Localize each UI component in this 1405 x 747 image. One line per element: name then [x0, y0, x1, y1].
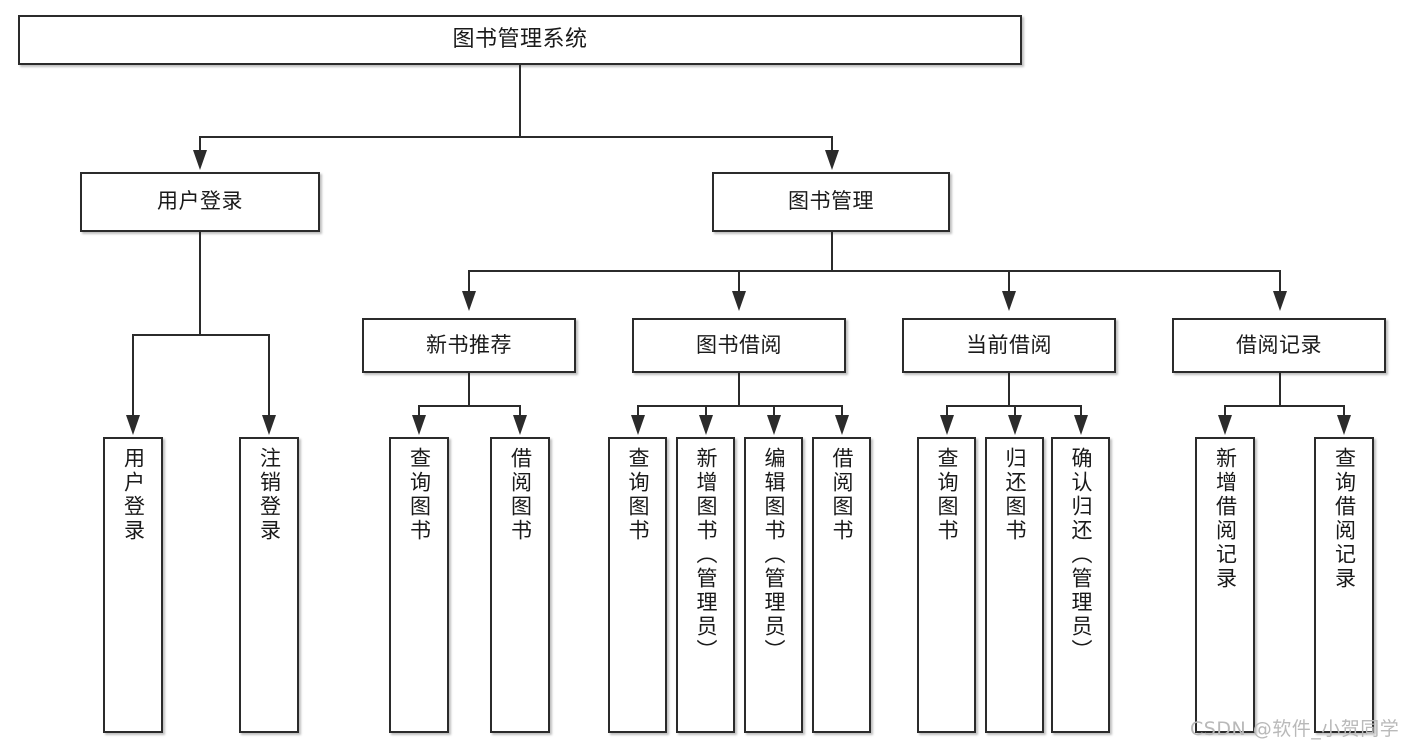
node-borrow-record[interactable]: 借阅记录: [1172, 318, 1386, 373]
connector-current-branch-3: [1080, 405, 1082, 417]
node-label: 图书管理系统: [452, 26, 588, 52]
node-label: 查询图书: [407, 447, 432, 543]
connector-bookmgmt-stem: [831, 232, 833, 271]
node-label: 当前借阅: [966, 332, 1052, 357]
connector-bookmgmt-branch-3: [1008, 270, 1010, 292]
leaf-new-book-borrow[interactable]: 借阅图书: [490, 437, 550, 733]
connector-record-bus: [1224, 405, 1344, 407]
connector-borrow-stem: [738, 373, 740, 406]
node-label: 图书借阅: [696, 332, 782, 357]
csdn-watermark: CSDN @软件_小贺同学: [1190, 718, 1400, 740]
connector-current-branch-1: [946, 405, 948, 417]
connector-borrow-branch-1: [637, 405, 639, 417]
arrowhead-current-leaf-1: [940, 415, 954, 435]
connector-userlogin-bus: [132, 334, 268, 336]
arrowhead-newbook-leaf-2: [513, 415, 527, 435]
connector-borrow-bus: [637, 405, 842, 407]
connector-root-to-userlogin: [199, 136, 201, 152]
node-label: 归还图书: [1003, 447, 1027, 543]
arrowhead-bookmgmt-to-current: [1002, 291, 1016, 311]
node-label: 查询图书: [626, 447, 650, 543]
connector-record-stem: [1279, 373, 1281, 406]
connector-bookmgmt-bus: [468, 270, 1280, 272]
leaf-borrow-edit-book-admin[interactable]: 编辑图书（管理员）: [744, 437, 803, 733]
node-label: 借阅记录: [1236, 332, 1322, 357]
connector-userlogin-branch-2: [268, 334, 270, 417]
leaf-current-return-book[interactable]: 归还图书: [985, 437, 1044, 733]
arrowhead-current-leaf-2: [1008, 415, 1022, 435]
arrowhead-borrow-leaf-2: [699, 415, 713, 435]
connector-current-bus: [946, 405, 1080, 407]
connector-record-branch-2: [1343, 405, 1345, 417]
arrowhead-userlogin-leaf-1: [126, 415, 140, 435]
arrowhead-record-leaf-2: [1337, 415, 1351, 435]
node-label: 查询图书: [935, 447, 959, 543]
arrowhead-borrow-leaf-3: [767, 415, 781, 435]
node-label: 注销登录: [257, 447, 282, 543]
node-user-login[interactable]: 用户登录: [80, 172, 320, 232]
connector-userlogin-branch-1: [132, 334, 134, 417]
arrowhead-borrow-leaf-1: [631, 415, 645, 435]
connector-borrow-branch-4: [841, 405, 843, 417]
connector-bookmgmt-branch-4: [1279, 270, 1281, 292]
connector-current-stem: [1008, 373, 1010, 406]
node-book-management[interactable]: 图书管理: [712, 172, 950, 232]
arrowhead-bookmgmt-to-newbook: [462, 291, 476, 311]
arrowhead-root-to-userlogin: [193, 150, 207, 170]
leaf-record-add-record[interactable]: 新增借阅记录: [1195, 437, 1255, 733]
node-label: 新增借阅记录: [1213, 447, 1238, 591]
connector-newbook-stem: [468, 373, 470, 406]
node-label: 查询借阅记录: [1332, 447, 1357, 591]
connector-newbook-bus: [418, 405, 519, 407]
leaf-borrow-add-book-admin[interactable]: 新增图书（管理员）: [676, 437, 735, 733]
leaf-current-confirm-return-admin[interactable]: 确认归还（管理员）: [1051, 437, 1110, 733]
leaf-borrow-query-book[interactable]: 查询图书: [608, 437, 667, 733]
connector-userlogin-stem: [199, 232, 201, 335]
leaf-user-login-login[interactable]: 用户登录: [103, 437, 163, 733]
node-current-borrow[interactable]: 当前借阅: [902, 318, 1116, 373]
leaf-user-login-logout[interactable]: 注销登录: [239, 437, 299, 733]
node-label: 借阅图书: [508, 447, 533, 543]
leaf-new-book-query[interactable]: 查询图书: [389, 437, 449, 733]
arrowhead-bookmgmt-to-record: [1273, 291, 1287, 311]
connector-record-branch-1: [1224, 405, 1226, 417]
node-label: 新书推荐: [426, 332, 512, 357]
arrowhead-userlogin-leaf-2: [262, 415, 276, 435]
arrowhead-record-leaf-1: [1218, 415, 1232, 435]
connector-newbook-branch-1: [418, 405, 420, 417]
connector-root-to-bookmgmt: [831, 136, 833, 152]
connector-newbook-branch-2: [519, 405, 521, 417]
leaf-current-query-book[interactable]: 查询图书: [917, 437, 976, 733]
arrowhead-borrow-leaf-4: [835, 415, 849, 435]
connector-root-stem: [519, 65, 521, 137]
node-new-book-recommend[interactable]: 新书推荐: [362, 318, 576, 373]
node-label: 确认归还（管理员）: [1069, 447, 1093, 663]
arrowhead-current-leaf-3: [1074, 415, 1088, 435]
connector-current-branch-2: [1014, 405, 1016, 417]
connector-borrow-branch-2: [705, 405, 707, 417]
arrowhead-bookmgmt-to-borrow: [732, 291, 746, 311]
node-label: 图书管理: [788, 189, 874, 214]
connector-root-bus: [199, 136, 832, 138]
leaf-record-query-record[interactable]: 查询借阅记录: [1314, 437, 1374, 733]
node-label: 用户登录: [157, 189, 243, 214]
arrowhead-newbook-leaf-1: [412, 415, 426, 435]
leaf-borrow-borrow-book[interactable]: 借阅图书: [812, 437, 871, 733]
arrowhead-root-to-bookmgmt: [825, 150, 839, 170]
node-book-borrow[interactable]: 图书借阅: [632, 318, 846, 373]
node-label: 编辑图书（管理员）: [762, 447, 786, 663]
node-root-library-system[interactable]: 图书管理系统: [18, 15, 1022, 65]
node-label: 借阅图书: [830, 447, 854, 543]
node-label: 新增图书（管理员）: [694, 447, 718, 663]
connector-bookmgmt-branch-2: [738, 270, 740, 292]
connector-bookmgmt-branch-1: [468, 270, 470, 292]
node-label: 用户登录: [121, 447, 146, 543]
connector-borrow-branch-3: [773, 405, 775, 417]
